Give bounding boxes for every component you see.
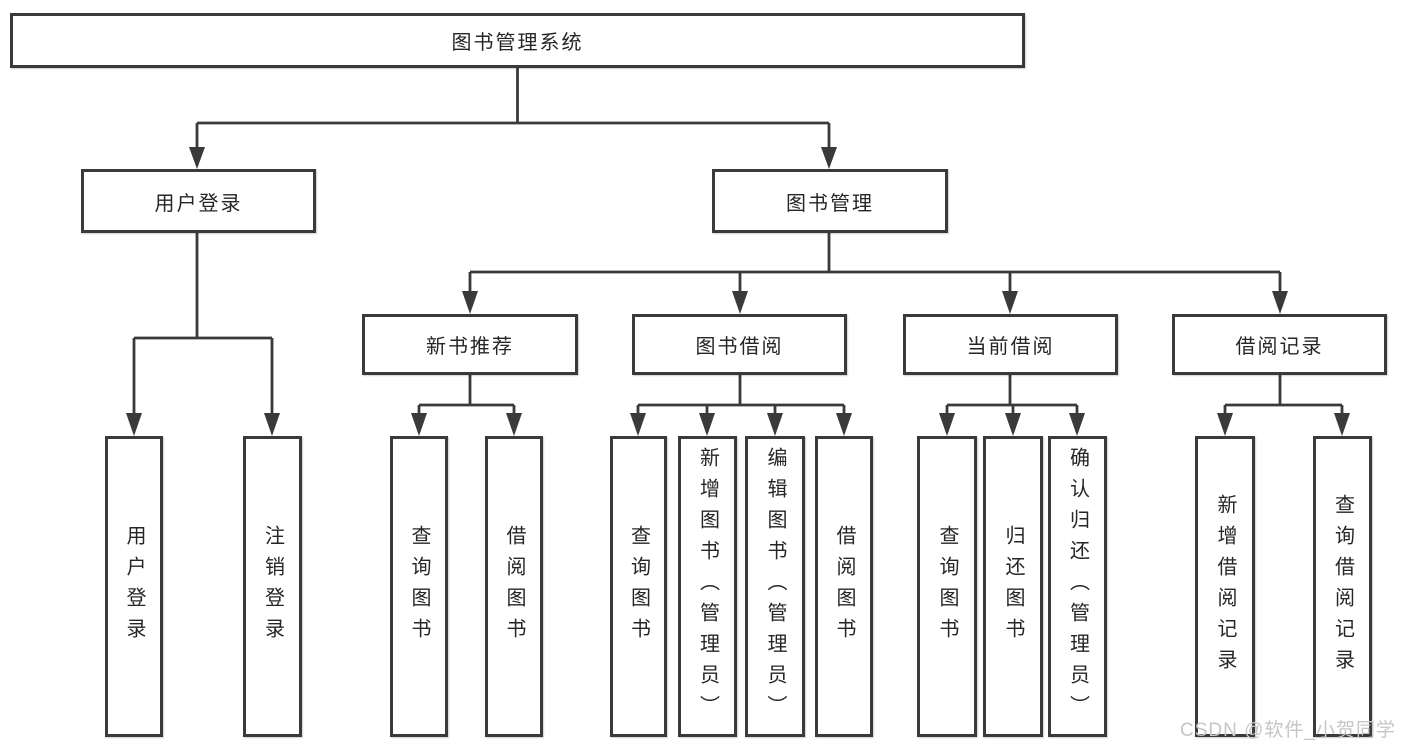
arrow-down-icon xyxy=(821,147,837,169)
node-leaf-query-book: 查询图书 xyxy=(917,436,977,737)
arrow-down-icon xyxy=(1272,291,1288,314)
node-leaf-return-book: 归还图书 xyxy=(983,436,1043,737)
node-leaf-query-borrow-record: 查询借阅记录 xyxy=(1313,436,1372,737)
connector-root-to-level2 xyxy=(189,68,837,169)
node-label: 用户登录 xyxy=(154,192,243,215)
node-leaf-add-borrow-record: 新增借阅记录 xyxy=(1195,436,1255,737)
node-label: 归还图书 xyxy=(1002,524,1024,649)
node-label: 用户登录 xyxy=(123,524,145,649)
node-label: 查询图书 xyxy=(936,524,958,649)
arrow-down-icon xyxy=(699,413,715,436)
node-user-login-branch: 用户登录 xyxy=(81,169,316,233)
arrow-down-icon xyxy=(411,413,427,436)
connector-book-management-branch xyxy=(462,233,1288,314)
arrow-down-icon xyxy=(506,413,522,436)
connector-user-login-branch xyxy=(126,233,280,436)
arrow-down-icon xyxy=(836,413,852,436)
node-label: 查询借阅记录 xyxy=(1331,493,1354,680)
node-label: 查询图书 xyxy=(408,524,430,649)
arrow-down-icon xyxy=(1069,413,1085,436)
node-label: 图书管理 xyxy=(786,192,874,215)
node-label: 借阅记录 xyxy=(1235,336,1324,358)
node-label: 确认归还（管理员） xyxy=(1066,447,1089,726)
node-current-borrow: 当前借阅 xyxy=(903,314,1118,375)
arrow-down-icon xyxy=(732,291,748,314)
node-label: 借阅图书 xyxy=(833,524,855,649)
node-label: 编辑图书（管理员） xyxy=(764,447,786,726)
node-label: 新书推荐 xyxy=(426,336,514,358)
node-leaf-confirm-return-admin: 确认归还（管理员） xyxy=(1048,436,1107,737)
node-label: 新增图书（管理员） xyxy=(696,447,719,726)
arrow-down-icon xyxy=(1002,291,1018,314)
arrow-down-icon xyxy=(1334,413,1350,436)
connector-borrow-records-branch xyxy=(1217,375,1350,436)
node-label: 图书管理系统 xyxy=(451,32,584,54)
node-leaf-query-book: 查询图书 xyxy=(610,436,667,737)
node-root-system: 图书管理系统 xyxy=(10,13,1025,68)
node-label: 新增借阅记录 xyxy=(1214,493,1236,680)
csdn-watermark: CSDN @软件_小贺同学 xyxy=(1180,720,1396,741)
node-label: 图书借阅 xyxy=(695,336,784,358)
connector-current-borrow-branch xyxy=(939,375,1085,436)
arrow-down-icon xyxy=(939,413,955,436)
arrow-down-icon xyxy=(264,413,280,436)
arrow-down-icon xyxy=(1005,413,1021,436)
arrow-down-icon xyxy=(630,413,646,436)
connector-new-book-recommend-branch xyxy=(411,375,522,436)
arrow-down-icon xyxy=(1217,413,1233,436)
arrow-down-icon xyxy=(126,413,142,436)
node-borrow-records: 借阅记录 xyxy=(1172,314,1387,375)
arrow-down-icon xyxy=(189,147,205,169)
arrow-down-icon xyxy=(462,291,478,314)
arrow-down-icon xyxy=(767,413,783,436)
node-book-management: 图书管理 xyxy=(712,169,948,233)
node-leaf-borrow-book: 借阅图书 xyxy=(485,436,543,737)
node-leaf-add-book-admin: 新增图书（管理员） xyxy=(678,436,737,737)
connector-book-borrow-branch xyxy=(630,375,852,436)
node-label: 当前借阅 xyxy=(966,336,1055,358)
node-book-borrow: 图书借阅 xyxy=(632,314,847,375)
node-leaf-edit-book-admin: 编辑图书（管理员） xyxy=(745,436,805,737)
node-label: 查询图书 xyxy=(627,524,650,649)
node-label: 借阅图书 xyxy=(503,524,525,649)
node-leaf-query-book: 查询图书 xyxy=(390,436,448,737)
node-label: 注销登录 xyxy=(261,524,284,649)
node-new-book-recommend: 新书推荐 xyxy=(362,314,578,375)
node-leaf-borrow-book: 借阅图书 xyxy=(815,436,873,737)
node-leaf-user-login: 用户登录 xyxy=(105,436,163,737)
node-leaf-logout: 注销登录 xyxy=(243,436,302,737)
